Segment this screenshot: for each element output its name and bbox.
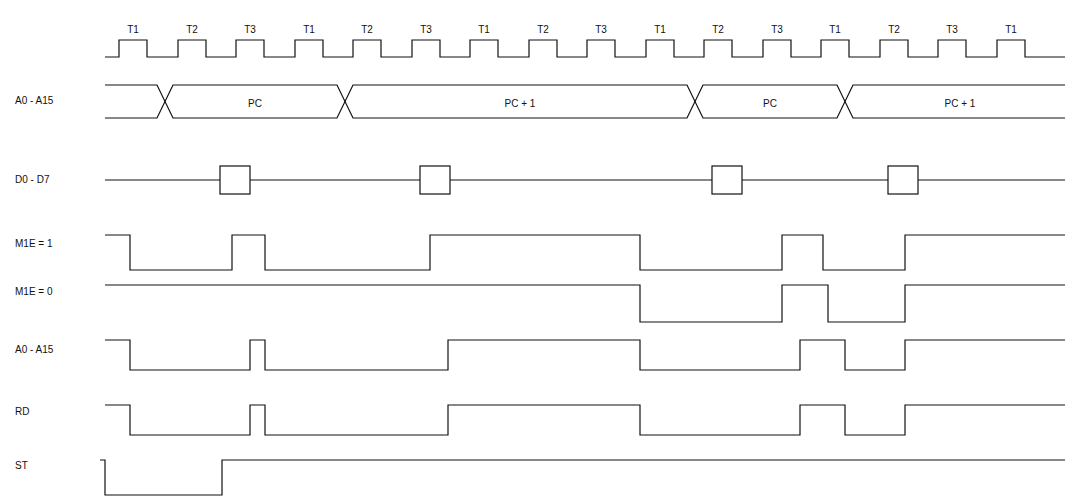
m1e-1-wave: [105, 235, 1065, 270]
bus-value: PC: [762, 98, 778, 110]
clock-state-label: T3: [419, 24, 433, 36]
address-bus-upper: [105, 85, 1065, 118]
signal-name: M1E = 1: [14, 238, 54, 250]
data-valid-box: [888, 166, 918, 194]
clock-state-label: T2: [887, 24, 901, 36]
data-valid-box: [712, 166, 742, 194]
st-wave: [100, 460, 1065, 495]
m1e-0-wave: [105, 285, 1065, 322]
bus-value: PC + 1: [944, 98, 977, 110]
bus-value: PC + 1: [504, 98, 537, 110]
clock-state-label: T3: [770, 24, 784, 36]
rd-wave: [105, 405, 1065, 435]
clock-state-label: T1: [653, 24, 667, 36]
signal-name: M1E = 0: [14, 286, 54, 298]
clock-state-label: T1: [126, 24, 140, 36]
clock-state-label: T2: [711, 24, 725, 36]
data-valid-box: [420, 166, 450, 194]
clock-state-label: T3: [594, 24, 608, 36]
signal-name: A0 - A15: [14, 344, 54, 356]
clock-state-label: T1: [302, 24, 316, 36]
signal-name: A0 - A15: [14, 95, 54, 107]
clock-state-label: T2: [185, 24, 199, 36]
signal-name: ST: [14, 460, 29, 472]
bus-value: PC: [247, 98, 263, 110]
clock-state-label: T2: [536, 24, 550, 36]
clock-state-label: T1: [477, 24, 491, 36]
data-valid-box: [220, 166, 250, 194]
clock-state-label: T1: [1004, 24, 1018, 36]
clock-state-label: T1: [828, 24, 842, 36]
clock-state-label: T3: [243, 24, 257, 36]
address-wave: [105, 340, 1065, 370]
address-bus-lower: [105, 85, 1065, 118]
clock-state-label: T2: [360, 24, 374, 36]
clock-state-label: T3: [945, 24, 959, 36]
clock-wave: [105, 40, 1065, 57]
signal-name: D0 - D7: [14, 174, 50, 186]
signal-name: RD: [14, 406, 30, 418]
data-bus-line: [105, 179, 1065, 180]
